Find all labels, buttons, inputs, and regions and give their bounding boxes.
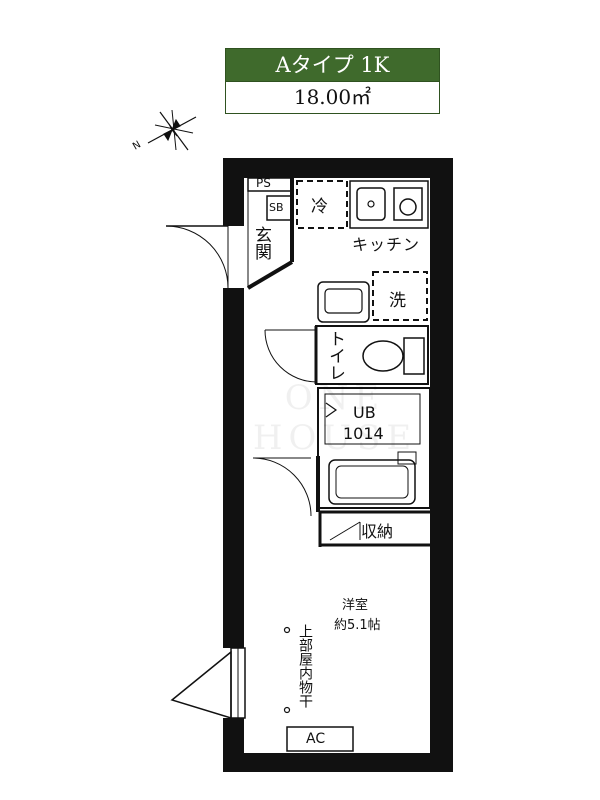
plan-type-label: Aタイプ 1K	[225, 48, 440, 82]
toilet-bowl-icon	[362, 340, 404, 372]
ub-label: UB	[353, 403, 376, 422]
unit-bath	[252, 387, 431, 517]
room-name-label: 洋室	[342, 598, 369, 613]
kitchen-area	[296, 180, 429, 229]
toilet-room	[264, 325, 429, 385]
washbasin-icon	[317, 281, 370, 323]
washroom-area	[317, 271, 428, 323]
watermark-text: ONE HOUSE	[252, 378, 418, 458]
compass-icon	[147, 109, 197, 151]
sb-label: SB	[269, 201, 284, 214]
room-size-label: 約5.1帖	[334, 618, 381, 633]
refrigerator-label: 冷	[311, 197, 328, 217]
entrance-area	[246, 177, 294, 290]
entrance-door	[165, 225, 247, 289]
balcony-door	[170, 647, 247, 720]
ac-unit	[286, 726, 354, 752]
ac-label: AC	[306, 731, 326, 747]
storage-closet	[318, 510, 430, 547]
washer-label: 洗	[389, 291, 406, 311]
compass-north-label: N	[131, 139, 143, 152]
washer-space	[372, 271, 428, 321]
entrance-label: 玄関	[251, 226, 271, 260]
toilet-label: トイレ	[325, 330, 345, 381]
toilet-tank-icon	[403, 337, 425, 375]
kitchen-label: キッチン	[352, 235, 421, 254]
ps-label: PS	[256, 176, 271, 190]
storage-label: 収納	[361, 522, 394, 541]
stove-icon	[393, 187, 423, 221]
drying-label: 上部屋内物干	[297, 624, 313, 708]
drying-rod	[283, 626, 291, 714]
bathtub-icon	[328, 459, 416, 505]
sink-icon	[356, 187, 386, 221]
ub-size-label: 1014	[343, 424, 384, 443]
plan-area: 18.00㎡	[225, 82, 440, 114]
